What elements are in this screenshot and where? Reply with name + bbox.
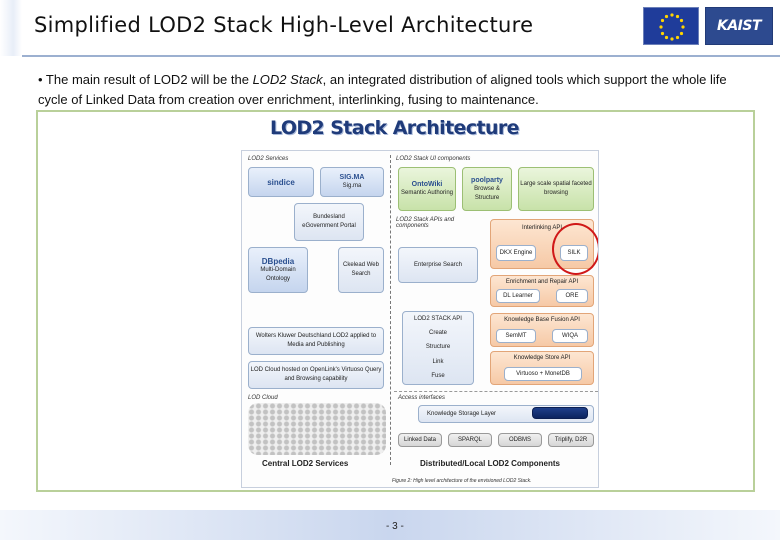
ore-label: ORE (565, 292, 578, 301)
semmt-label: SemMT (506, 332, 527, 341)
storage-layer-badge (532, 407, 588, 419)
stack-api-fuse: Fuse (431, 372, 444, 381)
lod-cloud-virtuoso-label: LOD Cloud hosted on OpenLink's Virtuoso … (249, 366, 383, 384)
ontowiki-logo: OntoWiki (412, 180, 443, 189)
access-interfaces-label: Access interfaces (398, 395, 445, 401)
enterprise-search-label: Enterprise Search (414, 261, 462, 270)
ontowiki-box: OntoWiki Semantic Authoring (398, 167, 456, 211)
architecture-figure-title: LOD2 Stack Architecture (270, 117, 519, 139)
ore-box: ORE (556, 289, 588, 303)
faceted-browsing-box: Large scale spatial faceted browsing (518, 167, 594, 211)
dkx-engine-label: DKX Engine (500, 249, 533, 258)
sigma-logo: SIG.MA (340, 173, 365, 182)
lod2-services-header: LOD2 Services (248, 156, 288, 162)
architecture-diagram: LOD2 Services LOD2 Stack UI components s… (241, 150, 599, 488)
dbpedia-logo: DBpedia (262, 257, 294, 266)
faceted-browsing-label: Large scale spatial faceted browsing (519, 180, 593, 198)
enterprise-search-box: Enterprise Search (398, 247, 478, 283)
ui-components-header: LOD2 Stack UI components (396, 156, 470, 162)
web-search-box: Ckelead Web Search (338, 247, 384, 293)
page-number: - 3 - (386, 521, 404, 532)
poolparty-label: Browse & Structure (463, 185, 511, 203)
linked-data-box: Linked Data (398, 433, 442, 447)
title-accent-stripe (0, 0, 22, 56)
distributed-components-label: Distributed/Local LOD2 Components (420, 459, 560, 468)
sigma-label: Sig.ma (343, 182, 362, 191)
wolters-kluwer-box: Wolters Kluwer Deutschland LOD2 applied … (248, 327, 384, 355)
dl-learner-label: DL Learner (503, 292, 533, 301)
lod-cloud-virtuoso-box: LOD Cloud hosted on OpenLink's Virtuoso … (248, 361, 384, 389)
kaist-logo: KAIST (705, 7, 773, 45)
egovernment-portal-label: Bundesland eGovernment Portal (295, 213, 363, 231)
central-services-label: Central LOD2 Services (262, 459, 348, 468)
bullet-emphasis: LOD2 Stack (253, 72, 323, 87)
odbms-label: ODBMS (509, 436, 531, 445)
triplify-label: Triplify, D2R (555, 436, 587, 445)
stack-api-link: Link (432, 358, 443, 367)
lod2-stack-api-box: LOD2 STACK API Create Structure Link Fus… (402, 311, 474, 385)
enrichment-api-label: Enrichment and Repair API (506, 278, 578, 287)
poolparty-box: poolparty Browse & Structure (462, 167, 512, 211)
linked-data-label: Linked Data (404, 436, 436, 445)
bullet-paragraph: • The main result of LOD2 will be the LO… (38, 70, 758, 110)
sparql-label: SPARQL (458, 436, 482, 445)
dkx-engine-box: DKX Engine (496, 245, 536, 261)
title-divider (22, 55, 780, 57)
diagram-caption: Figure 2: High level architecture of the… (392, 478, 532, 484)
sigma-box: SIG.MA Sig.ma (320, 167, 384, 197)
egovernment-portal-box: Bundesland eGovernment Portal (294, 203, 364, 241)
bullet-text-start: • The main result of LOD2 will be the (38, 72, 253, 87)
virtuoso-monetdb-box: Virtuoso + MonetDB (504, 367, 582, 381)
lod-cloud-bubbles (248, 403, 386, 455)
wiqa-label: WIQA (562, 332, 578, 341)
dl-learner-box: DL Learner (496, 289, 540, 303)
fusion-api-label: Knowledge Base Fusion API (504, 316, 580, 325)
poolparty-logo: poolparty (471, 176, 503, 185)
silk-highlight-circle (552, 223, 599, 275)
semmt-box: SemMT (496, 329, 536, 343)
sindice-box: sindice (248, 167, 314, 197)
knowledge-storage-layer-label: Knowledge Storage Layer (427, 410, 496, 419)
kaist-logo-text: KAIST (717, 18, 761, 34)
knowledge-store-api-label: Knowledge Store API (514, 354, 571, 363)
ontowiki-label: Semantic Authoring (401, 189, 453, 198)
wolters-kluwer-label: Wolters Kluwer Deutschland LOD2 applied … (249, 332, 383, 350)
interlinking-api-label: Interlinking API (522, 224, 562, 233)
odbms-box: ODBMS (498, 433, 542, 447)
stack-api-title: LOD2 STACK API (414, 315, 462, 324)
web-search-label: Ckelead Web Search (339, 261, 383, 279)
stack-api-create: Create (429, 329, 447, 338)
sparql-box: SPARQL (448, 433, 492, 447)
lod-cloud-header: LOD Cloud (248, 395, 278, 401)
dbpedia-box: DBpedia Multi-Domain Ontology (248, 247, 308, 293)
wiqa-box: WIQA (552, 329, 588, 343)
sindice-logo: sindice (267, 178, 295, 187)
dbpedia-label: Multi-Domain Ontology (249, 266, 307, 284)
virtuoso-monetdb-label: Virtuoso + MonetDB (516, 370, 570, 379)
stack-api-structure: Structure (426, 343, 450, 352)
eu-flag-logo (643, 7, 699, 45)
slide-title: Simplified LOD2 Stack High-Level Archite… (34, 13, 533, 37)
stack-apis-label: LOD2 Stack APIs and components (396, 217, 476, 229)
diagram-vertical-divider (390, 155, 391, 465)
storage-divider (394, 391, 598, 392)
triplify-box: Triplify, D2R (548, 433, 594, 447)
